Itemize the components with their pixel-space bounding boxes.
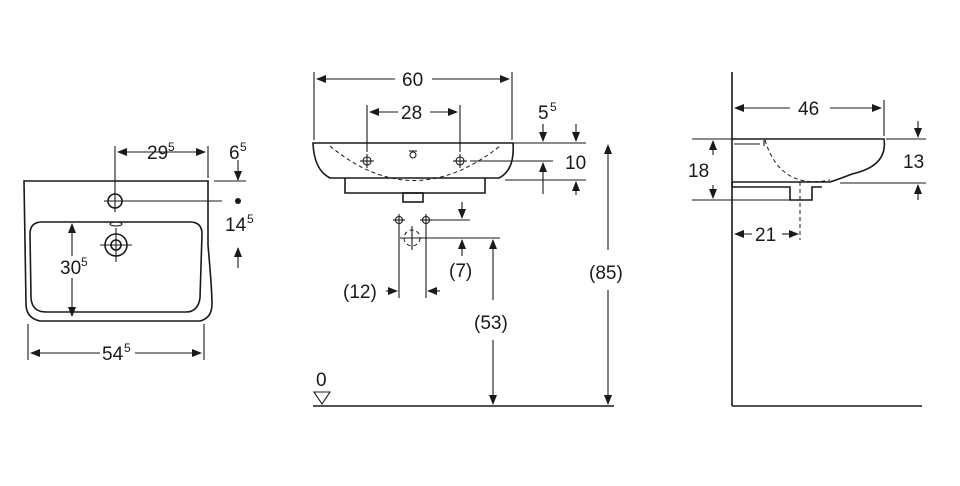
supply-right	[420, 214, 432, 226]
dim-tap-offset-sup: 5	[168, 140, 175, 154]
dim-tap-from-back: 6	[229, 143, 240, 164]
top-view: 29 5 6 5 14 5 30 5 54 5	[23, 140, 254, 365]
dim-drain-offset: 21	[755, 225, 776, 246]
dim-rim: 5	[538, 103, 549, 124]
basin-bowl-top	[29, 221, 203, 313]
dim-total-height: (85)	[589, 263, 623, 284]
overflow-hole	[109, 221, 123, 227]
basin-outline-top	[23, 180, 213, 322]
tap-marker	[235, 198, 241, 204]
dim-depth-side: 46	[798, 99, 819, 120]
dim-left-offset: (12)	[343, 282, 377, 303]
front-view: 60 28 5 5 10	[312, 70, 632, 407]
dim-drain-from-tap: 14	[225, 215, 247, 236]
tap-hole-right	[453, 154, 467, 168]
dim-height-side: 18	[688, 161, 709, 182]
floor-label: 0	[316, 370, 327, 391]
dim-depth-inner-sup: 5	[81, 255, 88, 269]
dim-rim-sup: 5	[550, 100, 557, 114]
dim-waste-height: (53)	[474, 313, 508, 334]
dim-depth-inner: 30	[60, 258, 81, 279]
waste-outlet	[402, 192, 424, 203]
side-view: 46 18 13 21	[686, 72, 926, 407]
dim-hole-spacing: 28	[401, 103, 422, 124]
dim-bowl: 10	[565, 153, 586, 174]
floor-marker	[312, 391, 332, 405]
dim-drain-from-tap-sup: 5	[247, 212, 254, 226]
dim-width-top: 54	[102, 344, 124, 365]
basin-outline-front	[312, 142, 515, 179]
tap-hole-left	[360, 154, 374, 168]
overflow-front	[409, 151, 417, 159]
dim-bowl-height: 13	[903, 152, 924, 173]
dim-width-top-sup: 5	[124, 341, 131, 355]
dim-width-front: 60	[402, 70, 423, 91]
supply-left	[393, 214, 405, 226]
dim-tap-from-back-sup: 5	[240, 140, 247, 154]
dim-right-offset: (7)	[449, 261, 472, 282]
basin-outline-side	[732, 138, 886, 183]
dim-tap-offset: 29	[147, 143, 168, 164]
